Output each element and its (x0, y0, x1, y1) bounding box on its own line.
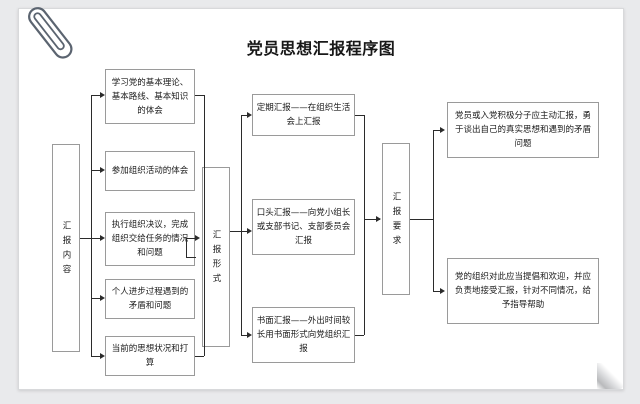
edge-content-5-out (195, 356, 204, 357)
spine-report-form-label: 汇报形式 (211, 230, 221, 288)
edge-content-merge-bus (204, 95, 205, 356)
node-requirement-2: 党的组织对此应当提倡和欢迎，并应负责地接受汇报，针对不同情况，给予指导帮助 (447, 258, 599, 324)
arrow-form-1 (247, 112, 252, 118)
node-content-1-label: 学习党的基本理论、基本路线、基本知识的体会 (111, 77, 189, 116)
node-requirement-1: 党员或入党积极分子应主动汇报，勇于谈出自己的真实思想和遇到的矛盾问题 (447, 102, 599, 158)
node-requirement-2-label: 党的组织对此应当提倡和欢迎，并应负责地接受汇报，针对不同情况，给予指导帮助 (454, 272, 591, 310)
arrow-content-2 (100, 167, 105, 173)
edge-into-spine-form (186, 238, 195, 239)
arrow-content-5 (100, 353, 105, 359)
node-form-1: 定期汇报——在组织生活会上汇报 (252, 94, 355, 136)
edge-form-2 (241, 231, 250, 232)
node-form-3: 书面汇报——外出时间较长用书面形式向党组织汇报 (252, 307, 355, 363)
node-content-3: 执行组织决议，完成组织交给任务的情况和问题 (105, 212, 195, 266)
document-card: 党员思想汇报程序图 汇报内容 学习党的基本理论、基本路线、基本知识的体会 参加组… (18, 7, 624, 390)
edge-spine-content-stub (80, 238, 91, 239)
edge-content-1 (91, 95, 100, 96)
edge-content-4 (91, 298, 100, 299)
node-requirement-1-label: 党员或入党积极分子应主动汇报，勇于谈出自己的真实思想和遇到的矛盾问题 (454, 111, 591, 149)
spine-report-content-label: 汇报内容 (61, 221, 71, 279)
node-content-4: 个人进步过程遇到的矛盾和问题 (105, 279, 195, 319)
edge-merge-to-spine-req (364, 219, 380, 220)
node-form-1-label: 定期汇报——在组织生活会上汇报 (256, 103, 351, 127)
spine-report-requirement: 汇报要求 (382, 143, 410, 295)
node-content-3-label: 执行组织决议，完成组织交给任务的情况和问题 (111, 220, 189, 258)
page-fold-corner (597, 363, 623, 389)
arrow-form-3 (247, 332, 252, 338)
spine-report-content: 汇报内容 (52, 144, 80, 352)
node-form-2: 口头汇报——向党小组长或支部书记、支部委员会汇报 (252, 199, 355, 255)
edge-spine-req-stub (410, 219, 433, 220)
page-title: 党员思想汇报程序图 (246, 39, 396, 58)
edge-form-merge-bus (364, 115, 365, 335)
arrow-form-2 (247, 228, 252, 234)
edge-form-1-out (355, 115, 364, 116)
node-content-2-label: 参加组织活动的体会 (111, 166, 189, 176)
edge-merge-to-spine-form (186, 257, 196, 258)
node-form-2-label: 口头汇报——向党小组长或支部书记、支部委员会汇报 (256, 208, 351, 246)
node-content-5-label: 当前的思想状况和打算 (111, 344, 189, 368)
edge-form-1 (241, 115, 250, 116)
edge-content-3 (91, 238, 100, 239)
node-content-5: 当前的思想状况和打算 (105, 336, 195, 376)
edge-content-bus (91, 95, 92, 356)
edge-form-3 (241, 335, 250, 336)
edge-content-1-out (195, 95, 204, 96)
edge-merge-to-spine-form-riser (186, 238, 187, 258)
arrow-req-1 (440, 127, 445, 133)
arrow-content-4 (100, 295, 105, 301)
edge-form-3-out (355, 335, 364, 336)
spine-report-requirement-label: 汇报要求 (391, 192, 401, 250)
node-content-4-label: 个人进步过程遇到的矛盾和问题 (111, 287, 189, 311)
edge-req-bus (433, 130, 434, 291)
edge-content-5 (91, 356, 100, 357)
arrow-req-2 (440, 288, 445, 294)
arrow-content-3 (100, 235, 105, 241)
node-form-3-label: 书面汇报——外出时间较长用书面形式向党组织汇报 (256, 316, 351, 354)
edge-spine-form-stub (230, 231, 241, 232)
edge-req-1 (433, 130, 442, 131)
arrow-spine-req (376, 216, 381, 222)
spine-report-form: 汇报形式 (202, 167, 230, 347)
edge-content-2 (91, 170, 100, 171)
node-content-2: 参加组织活动的体会 (105, 151, 195, 191)
node-content-1: 学习党的基本理论、基本路线、基本知识的体会 (105, 69, 195, 124)
arrow-content-1 (100, 92, 105, 98)
edge-req-2 (433, 291, 442, 292)
edge-form-bus (241, 115, 242, 335)
arrow-spine-form (195, 235, 200, 241)
